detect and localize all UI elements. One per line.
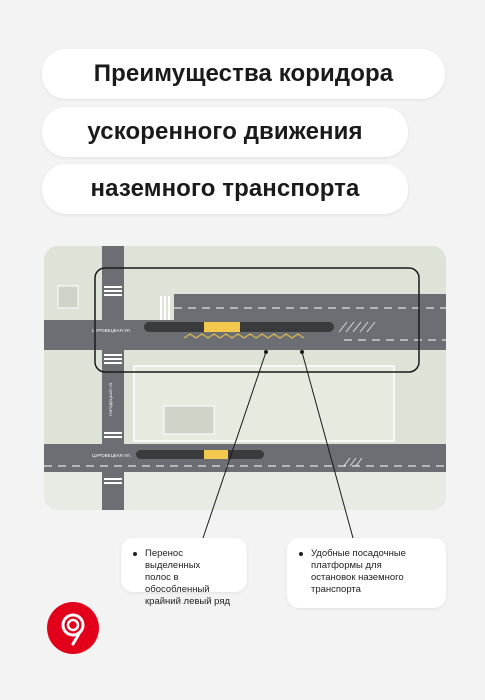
callout-1-line-3: крайний левый ряд: [145, 596, 231, 607]
bullet-icon: [299, 552, 303, 556]
road-scheme-svg: ЦУРОВЕЦКАЯ УЛ. ЦУРОВЕЦКАЯ УЛ. ГОРОДЕЦКАЯ…: [44, 246, 446, 510]
moscow-transport-logo-icon: [47, 602, 99, 654]
callout-1-line-1: Перенос выделенных: [145, 548, 201, 571]
road-scheme-map: ЦУРОВЕЦКАЯ УЛ. ЦУРОВЕЦКАЯ УЛ. ГОРОДЕЦКАЯ…: [44, 246, 446, 510]
callout-2-line-2: платформы для: [311, 560, 382, 571]
title-line-2: ускоренного движения: [42, 107, 408, 157]
title-line-1: Преимущества коридора: [42, 49, 445, 99]
callout-dedicated-lanes: Перенос выделенных полос в обособленный …: [121, 538, 247, 607]
bullet-icon: [133, 552, 137, 556]
callout-2-line-3: остановок наземного: [311, 572, 404, 583]
title-line-3-text: наземного транспорта: [90, 175, 360, 202]
callout-platforms: Удобные посадочные платформы для останов…: [287, 538, 446, 608]
title-line-3: наземного транспорта: [42, 164, 408, 214]
title-line-2-text: ускоренного движения: [87, 118, 363, 145]
callout-1-line-2: полос в обособленный: [145, 572, 210, 595]
callout-2-line-4: транспорта: [311, 584, 361, 595]
street-label-side: ГОРОДЕЦКАЯ УЛ.: [108, 382, 113, 416]
callout-2-line-1: Удобные посадочные: [311, 548, 406, 559]
street-label-bottom: ЦУРОВЕЦКАЯ УЛ.: [92, 453, 131, 458]
title-line-1-text: Преимущества коридора: [93, 60, 394, 87]
street-label-top: ЦУРОВЕЦКАЯ УЛ.: [92, 328, 131, 333]
